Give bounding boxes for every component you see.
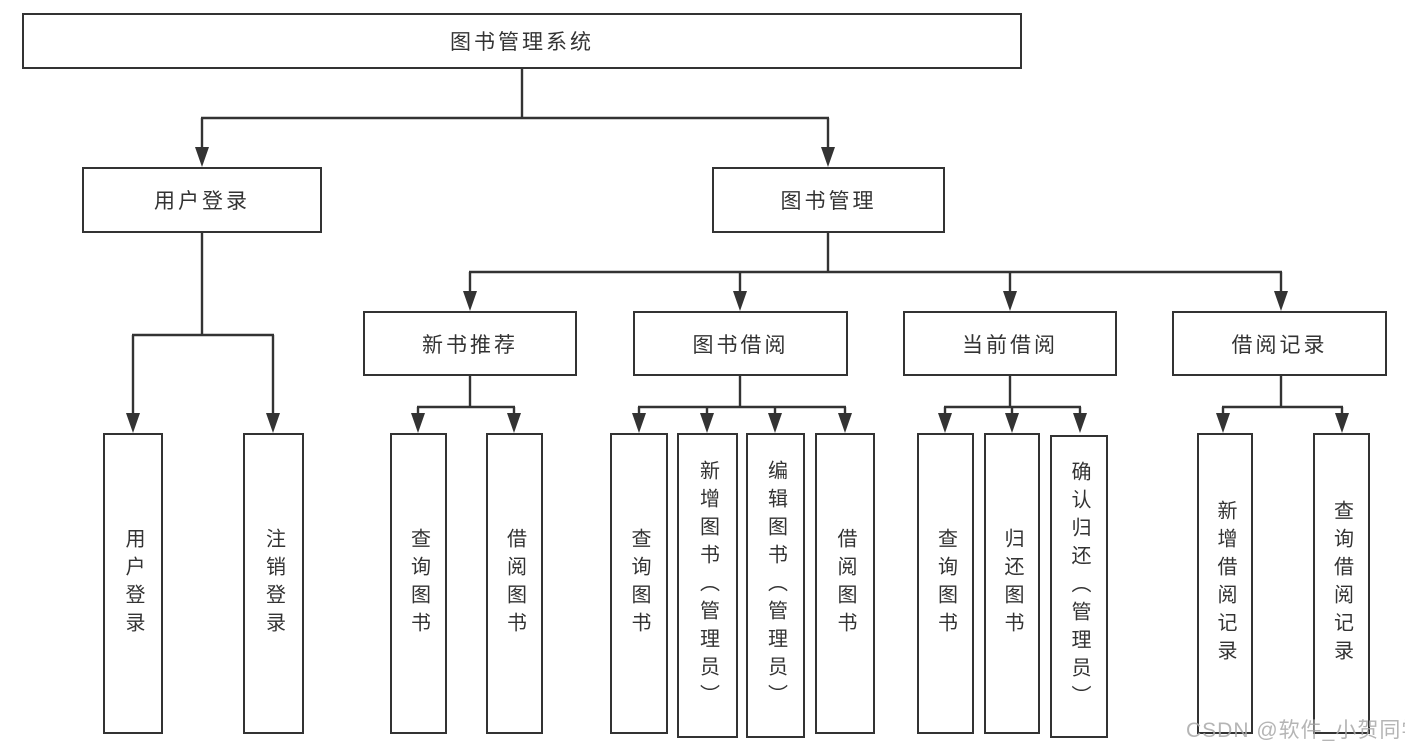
node-user-login: 用户登录	[82, 167, 322, 233]
connector-current-borrow-to-leaves	[938, 376, 1087, 433]
node-label: 确认归还（管理员）	[1068, 460, 1090, 713]
node-current-borrow: 当前借阅	[903, 311, 1117, 376]
node-label: 图书管理	[780, 190, 877, 213]
connector-book-management-to-level3	[463, 233, 1288, 311]
node-label: 编辑图书（管理员）	[764, 459, 787, 712]
node-label: 借阅图书	[503, 527, 526, 640]
node-label: 用户登录	[154, 190, 250, 213]
connector-new-book-to-leaves	[411, 376, 521, 433]
leaf-edit-book-admin: 编辑图书（管理员）	[746, 433, 805, 738]
leaf-query-books-borrow: 查询图书	[610, 433, 668, 734]
node-label: 新增借阅记录	[1214, 499, 1236, 668]
node-label: 新书推荐	[422, 333, 518, 357]
node-new-book-recommend: 新书推荐	[363, 311, 577, 376]
node-label: 归还图书	[1001, 527, 1023, 640]
node-label: 查询图书	[628, 527, 650, 640]
leaf-confirm-return-admin: 确认归还（管理员）	[1050, 435, 1108, 738]
node-book-management: 图书管理	[712, 167, 945, 233]
node-label: 用户登录	[122, 527, 144, 640]
connector-book-borrow-to-leaves	[632, 376, 852, 433]
node-label: 注销登录	[262, 527, 285, 640]
node-label: 查询借阅记录	[1330, 499, 1353, 668]
node-label: 借阅图书	[834, 527, 856, 640]
node-label: 图书管理系统	[450, 31, 594, 54]
leaf-add-book-admin: 新增图书（管理员）	[677, 433, 738, 738]
leaf-query-books-recommend: 查询图书	[390, 433, 447, 734]
leaf-user-login: 用户登录	[103, 433, 163, 734]
leaf-query-borrow-record: 查询借阅记录	[1313, 433, 1370, 734]
node-label: 查询图书	[407, 527, 430, 640]
node-library-system: 图书管理系统	[22, 13, 1022, 69]
connector-root-to-level2	[195, 68, 835, 167]
watermark-text: CSDN @软件_小贺同学	[1186, 719, 1405, 742]
leaf-borrow-books-recommend: 借阅图书	[486, 433, 543, 734]
node-label: 图书借阅	[692, 333, 789, 357]
node-label: 当前借阅	[962, 333, 1058, 357]
leaf-borrow-books-2: 借阅图书	[815, 433, 875, 734]
leaf-logout: 注销登录	[243, 433, 304, 734]
leaf-return-book: 归还图书	[984, 433, 1040, 734]
node-borrow-records: 借阅记录	[1172, 311, 1387, 376]
leaf-add-borrow-record: 新增借阅记录	[1197, 433, 1253, 734]
node-book-borrow: 图书借阅	[633, 311, 848, 376]
connector-user-login-to-leaves	[126, 233, 280, 433]
node-label: 新增图书（管理员）	[696, 459, 719, 712]
leaf-query-books-current: 查询图书	[917, 433, 974, 734]
node-label: 查询图书	[934, 527, 957, 640]
connector-borrow-records-to-leaves	[1216, 376, 1349, 433]
node-label: 借阅记录	[1231, 333, 1328, 357]
